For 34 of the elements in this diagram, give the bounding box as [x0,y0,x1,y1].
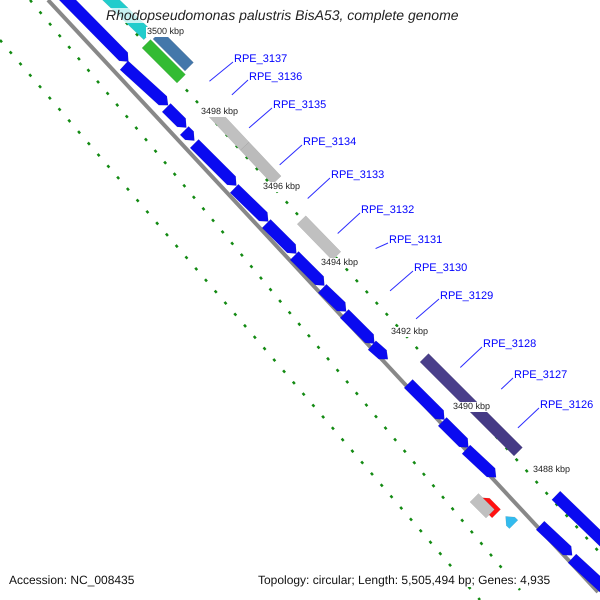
gene-label: RPE_3133 [331,169,384,182]
gene-label: RPE_3136 [249,71,302,84]
scale-label: 3492 kbp [390,327,430,337]
scale-label: 3500 kbp [146,27,186,37]
leader-line [460,346,482,368]
scale-label: 3494 kbp [320,258,360,268]
leader-line [208,62,234,82]
leader-line [390,270,414,292]
leader-line [231,80,248,96]
genome-info-text: Topology: circular; Length: 5,505,494 bp; Genes: 4,935 [258,574,550,588]
gene-label: RPE_3126 [540,399,594,412]
scale-label: 3498 kbp [200,107,240,117]
leader-line [416,298,440,320]
title: Rhodopseudomonas palustris BisA53, complete genome [106,8,459,24]
leader-line [248,108,272,128]
gene-label: RPE_3132 [361,204,414,216]
gene-label: RPE_3131 [389,234,442,246]
leader-line [307,178,330,199]
scale-label: 3488 kbp [532,465,572,475]
gene-label: RPE_3128 [483,338,536,350]
gene-label: RPE_3134 [303,136,356,148]
gene-label: RPE_3135 [273,99,326,112]
leader-line [375,242,388,250]
leader-line [337,212,360,234]
scale-label: 3490 kbp [452,402,492,412]
leader-line [279,144,302,166]
gene-label: RPE_3130 [414,262,468,274]
gene-label: RPE_3137 [234,53,288,66]
gene-label: RPE_3129 [440,290,494,302]
accession-text: Accession: NC_008435 [9,574,134,588]
gene-label: RPE_3127 [514,369,568,382]
scale-label: 3496 kbp [262,182,302,192]
leader-line [517,408,540,428]
leader-line [500,378,514,390]
